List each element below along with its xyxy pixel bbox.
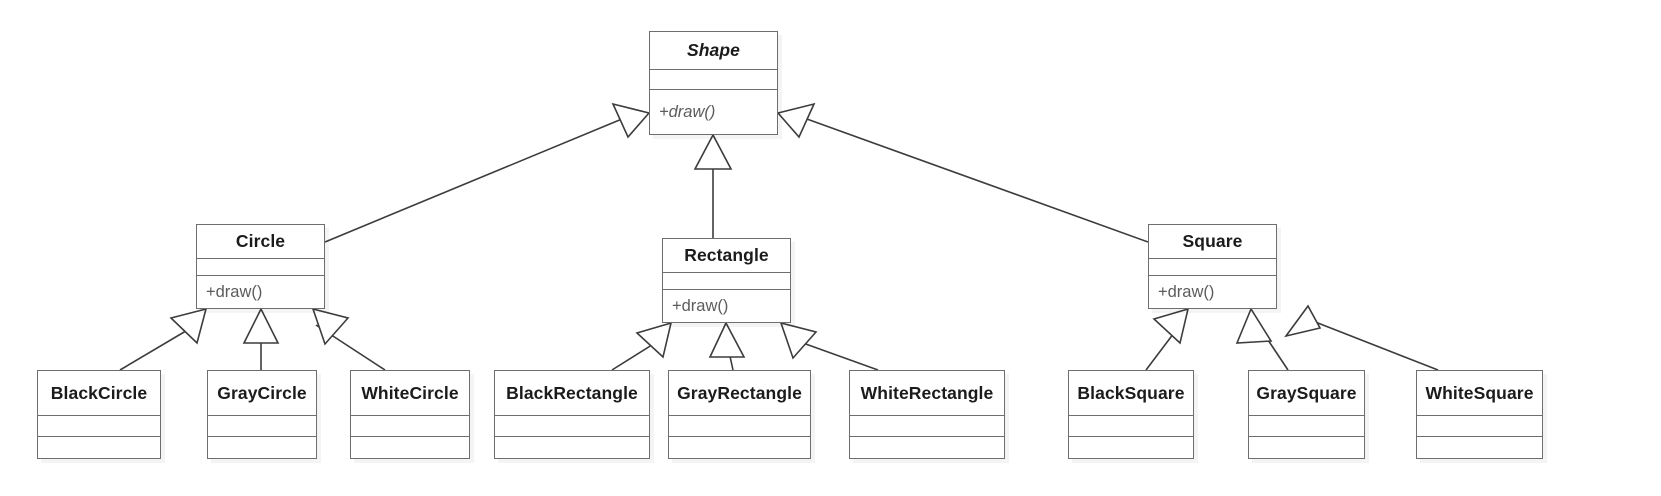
class-name-compartment: BlackSquare xyxy=(1069,371,1193,416)
class-name-compartment: GrayRectangle xyxy=(669,371,810,416)
class-attributes-compartment xyxy=(197,259,324,276)
class-operations-compartment xyxy=(1417,437,1542,457)
arrowhead-blackrectangle-to-rectangle xyxy=(635,321,673,359)
arrowhead-square-to-shape xyxy=(776,102,816,139)
class-operations-compartment: +draw() xyxy=(1149,276,1276,308)
uml-class-whitecircle[interactable]: WhiteCircle xyxy=(350,370,470,459)
class-name-label: BlackRectangle xyxy=(506,382,638,403)
class-name-label: Square xyxy=(1182,231,1243,251)
arrowhead-blackcircle-to-circle xyxy=(169,307,208,345)
uml-class-grayrectangle[interactable]: GrayRectangle xyxy=(668,370,811,459)
class-operations-compartment xyxy=(1069,437,1193,457)
class-name-label: WhiteCircle xyxy=(361,382,459,403)
class-name-compartment: WhiteRectangle xyxy=(850,371,1004,416)
class-attributes-compartment xyxy=(1149,259,1276,276)
uml-class-graysquare[interactable]: GraySquare xyxy=(1248,370,1365,459)
uml-class-square[interactable]: Square +draw() xyxy=(1148,224,1277,309)
class-operations-compartment xyxy=(850,437,1004,457)
class-name-compartment: WhiteSquare xyxy=(1417,371,1542,416)
arrowhead-blacksquare-to-square xyxy=(1152,307,1190,345)
class-operations-compartment xyxy=(495,437,649,457)
class-attributes-compartment xyxy=(38,416,160,437)
class-operations-compartment xyxy=(669,437,810,457)
class-attributes-compartment xyxy=(495,416,649,437)
class-name-compartment: Circle xyxy=(197,225,324,259)
class-name-compartment: Square xyxy=(1149,225,1276,259)
class-attributes-compartment xyxy=(208,416,316,437)
class-attributes-compartment xyxy=(650,70,777,90)
uml-class-shape[interactable]: Shape +draw() xyxy=(649,31,778,135)
arrowhead-whiterectangle-to-rectangle xyxy=(779,321,818,360)
arrowhead-graycircle-to-circle xyxy=(242,307,280,344)
operation-label: +draw() xyxy=(659,102,716,121)
class-name-compartment: WhiteCircle xyxy=(351,371,469,416)
arrowhead-circle-to-shape xyxy=(611,102,651,139)
class-name-label: BlackSquare xyxy=(1077,382,1185,403)
arrowhead-whitecircle-to-circle xyxy=(311,307,350,346)
class-attributes-compartment xyxy=(1069,416,1193,437)
class-attributes-compartment xyxy=(669,416,810,437)
uml-class-graycircle[interactable]: GrayCircle xyxy=(207,370,317,459)
class-attributes-compartment xyxy=(850,416,1004,437)
uml-class-blackrectangle[interactable]: BlackRectangle xyxy=(494,370,650,459)
class-name-label: Circle xyxy=(235,231,286,251)
class-operations-compartment xyxy=(1249,437,1364,457)
class-name-label: Rectangle xyxy=(684,245,769,265)
class-attributes-compartment xyxy=(1417,416,1542,437)
class-operations-compartment xyxy=(208,437,316,457)
uml-class-blackcircle[interactable]: BlackCircle xyxy=(37,370,161,459)
operation-label: +draw() xyxy=(206,282,263,301)
uml-class-circle[interactable]: Circle +draw() xyxy=(196,224,325,309)
class-name-label: WhiteRectangle xyxy=(860,382,994,403)
class-name-label: GrayCircle xyxy=(217,382,307,403)
edge-blackcircle-to-circle xyxy=(119,324,197,371)
arrowhead-whitesquare-to-square xyxy=(1284,304,1322,338)
class-name-compartment: Rectangle xyxy=(663,239,790,273)
edge-whitesquare-to-square xyxy=(1299,315,1439,371)
arrowhead-graysquare-to-square xyxy=(1235,307,1273,344)
edge-circle-to-shape xyxy=(324,113,635,243)
class-operations-compartment: +draw() xyxy=(663,290,790,322)
class-name-compartment: GraySquare xyxy=(1249,371,1364,416)
class-name-label: GrayRectangle xyxy=(677,382,802,403)
operation-label: +draw() xyxy=(672,296,729,315)
class-name-compartment: BlackRectangle xyxy=(495,371,649,416)
class-name-label: BlackCircle xyxy=(50,382,148,403)
class-name-label: GraySquare xyxy=(1256,382,1357,403)
class-operations-compartment: +draw() xyxy=(650,90,777,134)
class-name-compartment: Shape xyxy=(650,32,777,70)
uml-class-rectangle[interactable]: Rectangle +draw() xyxy=(662,238,791,323)
arrowhead-rectangle-to-shape xyxy=(693,133,733,170)
uml-class-blacksquare[interactable]: BlackSquare xyxy=(1068,370,1194,459)
arrowhead-grayrectangle-to-rectangle xyxy=(708,321,746,358)
class-operations-compartment xyxy=(38,437,160,457)
class-attributes-compartment xyxy=(351,416,469,437)
class-operations-compartment xyxy=(351,437,469,457)
operation-label: +draw() xyxy=(1158,282,1215,301)
class-name-label: Shape xyxy=(686,40,741,60)
class-attributes-compartment xyxy=(663,273,790,290)
uml-class-whitesquare[interactable]: WhiteSquare xyxy=(1416,370,1543,459)
edge-square-to-shape xyxy=(792,113,1149,243)
class-operations-compartment: +draw() xyxy=(197,276,324,308)
class-name-compartment: BlackCircle xyxy=(38,371,160,416)
uml-class-whiterectangle[interactable]: WhiteRectangle xyxy=(849,370,1005,459)
class-name-compartment: GrayCircle xyxy=(208,371,316,416)
class-name-label: WhiteSquare xyxy=(1425,382,1534,403)
class-attributes-compartment xyxy=(1249,416,1364,437)
